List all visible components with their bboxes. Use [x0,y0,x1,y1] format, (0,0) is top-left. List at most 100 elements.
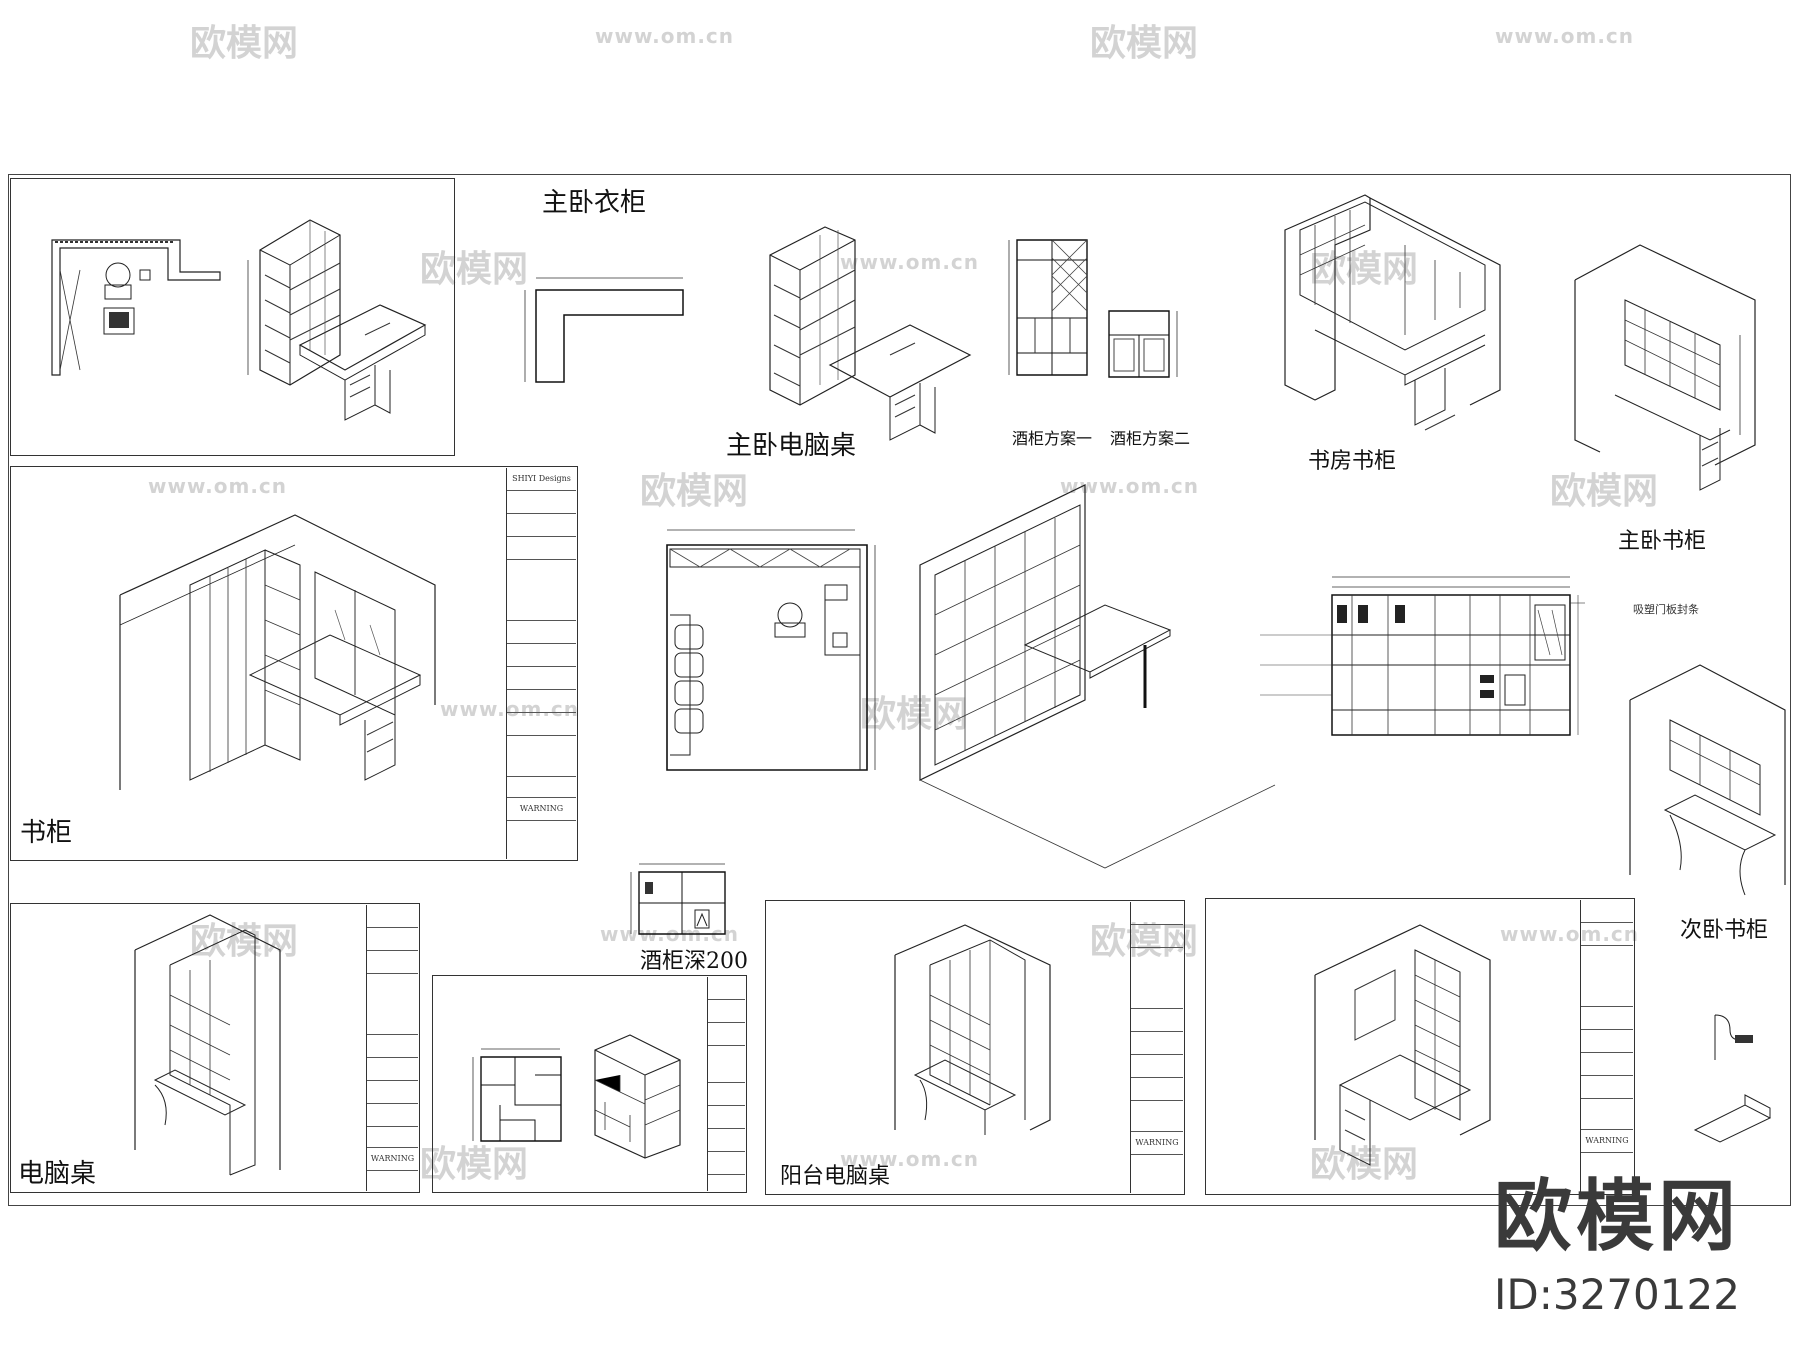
title-block-warning: WARNING [507,797,576,821]
second-bookcase-iso-drawing [1625,660,1790,900]
elevation-drawing [1240,565,1590,750]
watermark-brand: 欧模网 [1310,1144,1419,1185]
wardrobe-plan-drawing [40,230,230,380]
title-block-row [507,713,576,736]
title-block-row [708,1083,745,1106]
shelf-iso-drawing [590,1030,685,1160]
title-block-row [1131,1009,1183,1032]
watermark-brand: 欧模网 [1310,249,1419,290]
title-block-row [708,1106,745,1129]
title-block-row [367,974,418,1035]
title-block-row [1581,1053,1633,1076]
watermark-brand: 欧模网 [420,1144,529,1185]
label-bookcase: 书柜 [20,818,73,848]
title-block-row [1131,948,1183,1009]
title-block-row [1131,1032,1183,1055]
wine-cabinet-small-drawing [625,860,735,940]
label-master-desk: 主卧电脑桌 [726,431,857,461]
label-master-wardrobe: 主卧衣柜 [542,188,647,218]
title-block-row [367,1104,418,1127]
watermark-brand: 欧模网 [190,23,299,64]
panel-shelf-plan [432,975,747,1193]
title-block-row [367,905,418,928]
watermark-url: www.om.cn [1495,24,1635,48]
master-wardrobe-l-plan [520,270,690,390]
watermark-url: www.om.cn [1500,922,1640,946]
title-block-row [507,560,576,621]
title-block-warning: WARNING [1131,1131,1183,1155]
panel-computer-desk [10,903,420,1193]
watermark-url: www.om.cn [840,250,980,274]
wardrobe-iso-drawing [240,205,440,435]
title-block-row [708,1023,745,1046]
master-desk-iso-drawing [760,215,980,445]
brand-name: 欧模网 [1493,1172,1740,1262]
title-block-row [1131,902,1183,925]
title-block-bookcase: SHIYI Designs WARNING [506,468,576,859]
label-wine-plan-2: 酒柜方案二 [1110,429,1191,448]
bookcase-iso-drawing [115,510,445,800]
drawing-sheet-border [8,174,1791,1206]
watermark-brand: 欧模网 [420,249,529,290]
wine-cabinet-plan-2-drawing [1105,305,1185,385]
title-block-computer-desk: WARNING [366,905,418,1191]
detail-bracket-drawing [1690,1090,1780,1140]
title-block-row [507,667,576,690]
wine-cabinet-plan-1-drawing [1005,238,1095,378]
title-block-row [1131,1078,1183,1101]
title-block-row [1581,1030,1633,1053]
watermark-url: www.om.cn [148,474,288,498]
label-master-bookcase: 主卧书柜 [1618,529,1707,554]
title-block-shelf [707,977,745,1191]
label-door-panel-note: 吸塑门板封条 [1633,603,1699,616]
title-block-row [708,1046,745,1083]
panel-bookcase [10,466,578,861]
title-block-row [507,621,576,644]
title-block-row [367,928,418,951]
title-block-row [367,1081,418,1104]
label-computer-desk: 电脑桌 [18,1159,97,1189]
title-block-row [367,1058,418,1081]
watermark-url: www.om.cn [440,697,580,721]
title-block-row [367,1035,418,1058]
brand-watermark: 欧模网 ID:3270122 [1494,1154,1740,1319]
title-block-row [1131,1055,1183,1078]
label-balcony-desk: 阳台电脑桌 [780,1164,891,1189]
brand-id: ID:3270122 [1494,1270,1740,1319]
title-block-row [507,514,576,537]
watermark-brand: 欧模网 [640,471,749,512]
title-block-corner: WARNING [1580,900,1633,1193]
title-block-warning: WARNING [367,1147,418,1171]
room-plan-drawing [655,525,885,775]
title-block-row [708,1129,745,1152]
watermark-url: www.om.cn [595,24,735,48]
title-block-row [708,1000,745,1023]
title-block-row [1581,1076,1633,1099]
title-block-row [507,537,576,560]
watermark-brand: 欧模网 [860,694,969,735]
title-block-row [1131,925,1183,948]
watermark-brand: 欧模网 [1090,921,1199,962]
corner-desk-iso-drawing [1310,920,1500,1180]
title-block-row [507,491,576,514]
title-block-row [1581,900,1633,923]
panel-corner-desk [1205,898,1635,1195]
title-block-row [1581,923,1633,946]
study-bookcase-iso-drawing [1275,190,1505,450]
title-block-row [1581,1007,1633,1030]
label-wine-depth: 酒柜深200 [640,949,748,974]
title-block-row [507,736,576,777]
panel-master-wardrobe-plan [10,178,455,456]
title-block-balcony: WARNING [1130,902,1183,1193]
watermark-brand: 欧模网 [1090,23,1199,64]
balcony-desk-iso-drawing [890,920,1060,1140]
title-block-row [367,951,418,974]
detail-hinge-drawing [1700,1010,1753,1070]
shelf-plan-drawing [465,1045,575,1145]
title-block-row [708,977,745,1000]
title-block-row [1581,946,1633,1007]
master-bookcase-iso-drawing [1570,240,1760,505]
label-second-bookcase: 次卧书柜 [1680,918,1769,943]
watermark-brand: 欧模网 [1550,471,1659,512]
computer-desk-iso-drawing [130,910,290,1180]
